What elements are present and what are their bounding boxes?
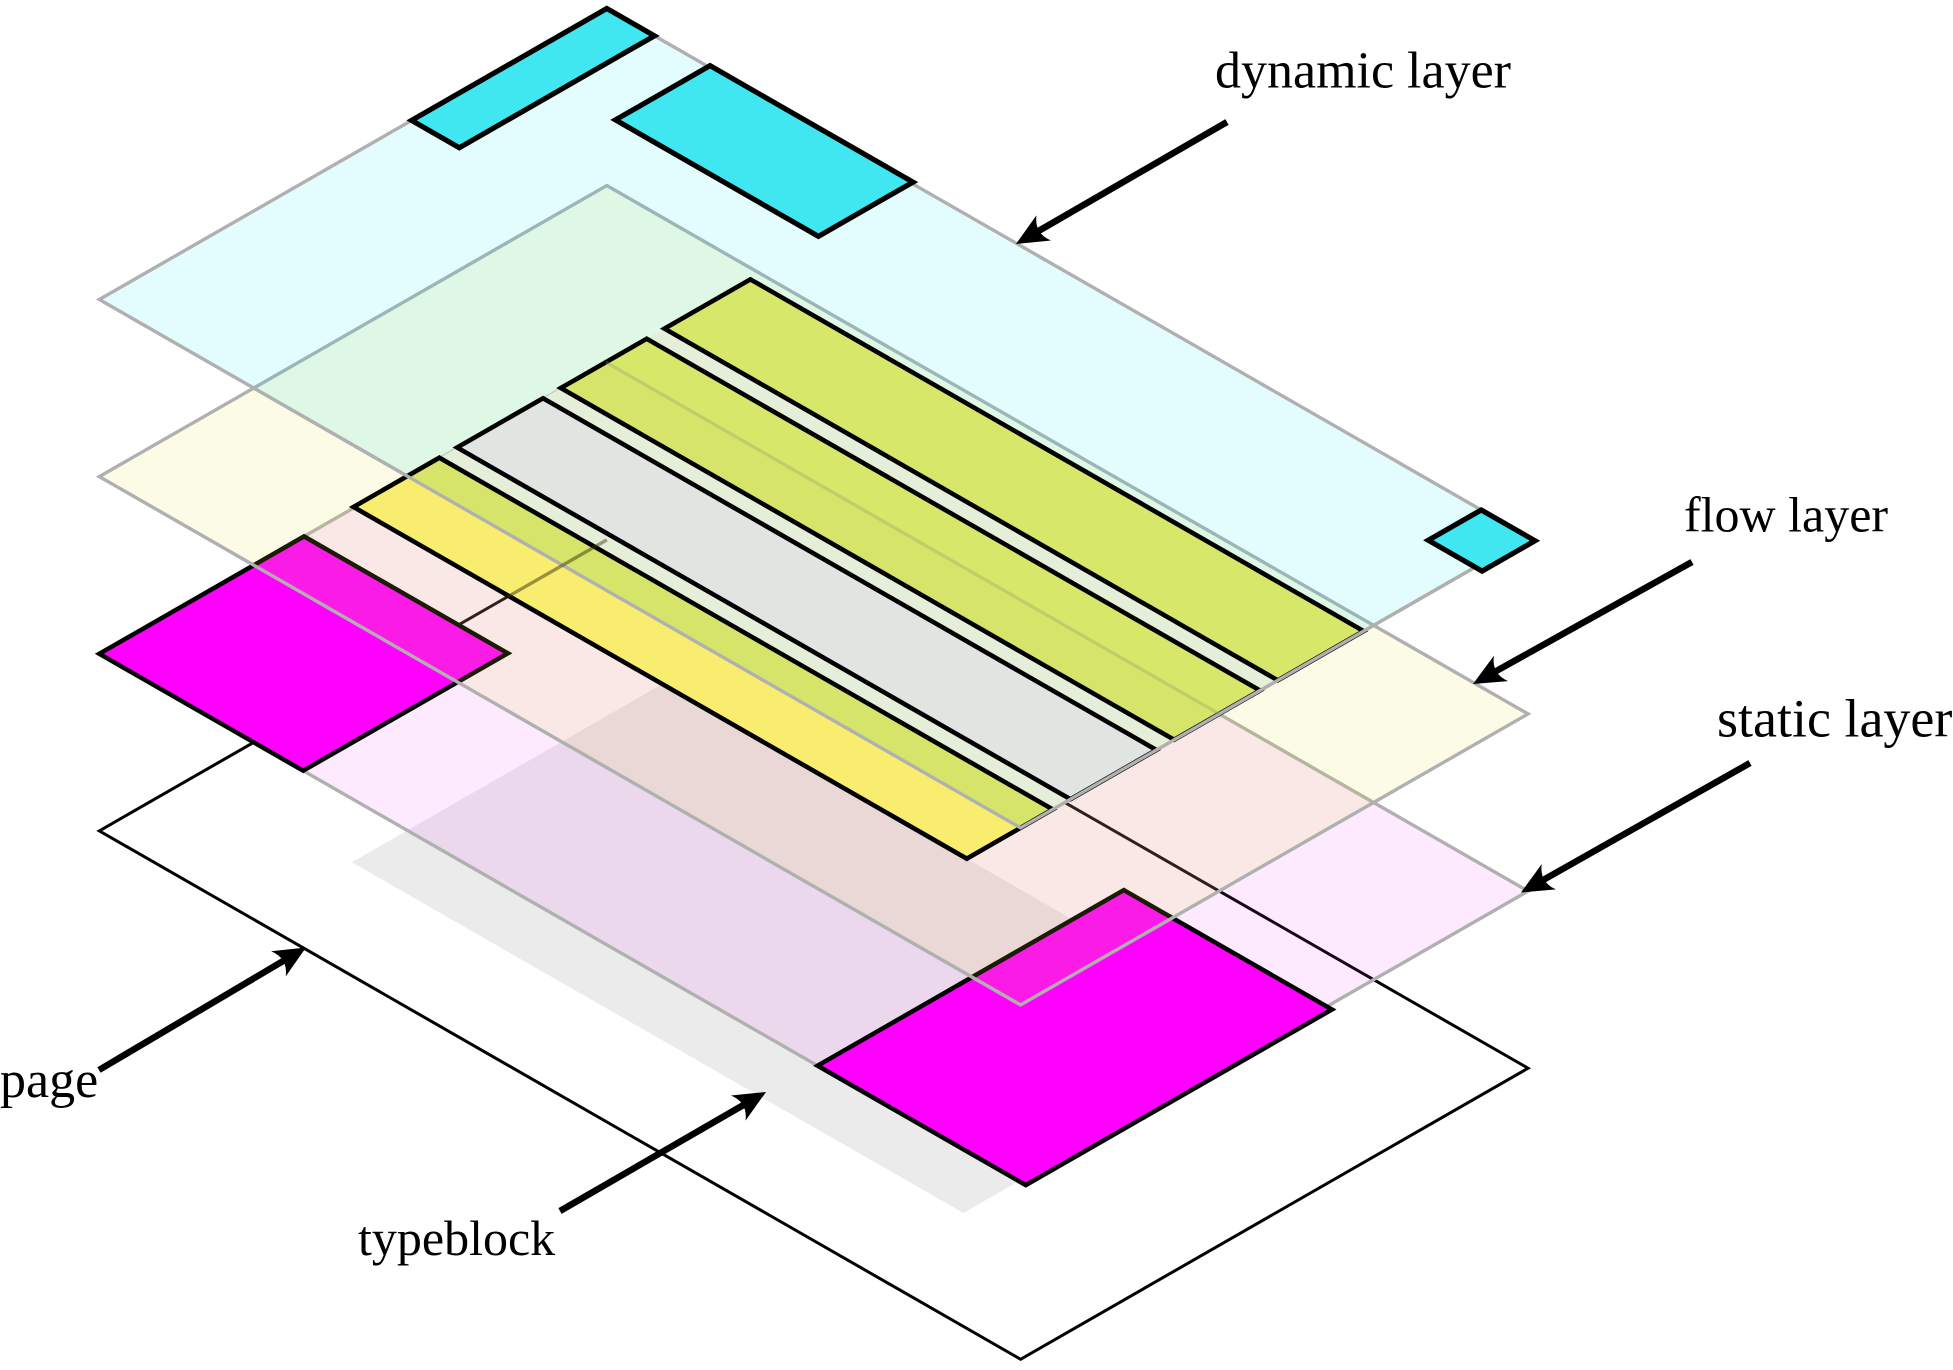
svg-text:flow layer: flow layer (1684, 487, 1888, 543)
svg-text:typeblock: typeblock (358, 1210, 555, 1266)
svg-text:page: page (0, 1052, 98, 1109)
svg-text:static layer: static layer (1717, 689, 1952, 749)
svg-text:dynamic layer: dynamic layer (1215, 43, 1511, 100)
